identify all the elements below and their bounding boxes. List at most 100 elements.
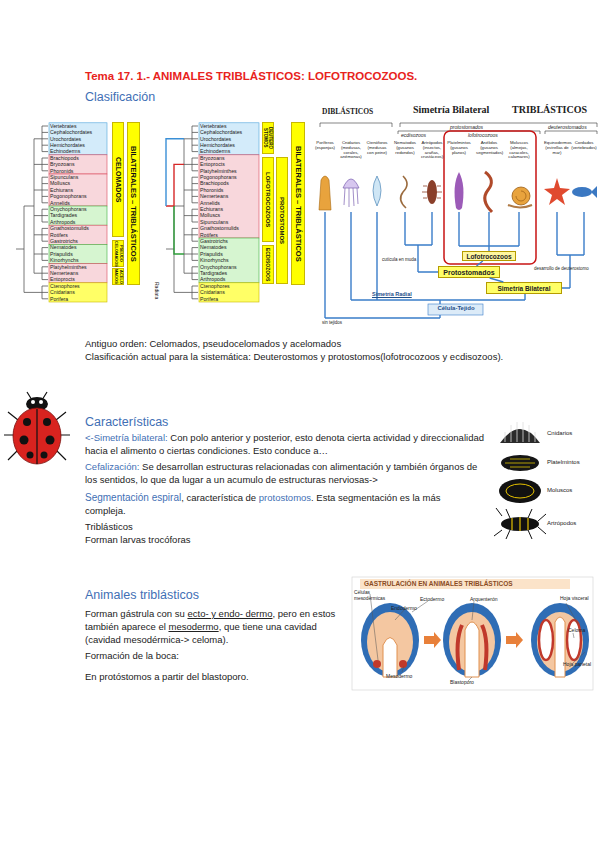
group-shading <box>49 244 107 263</box>
group-label: protostomados <box>450 124 510 130</box>
mesoderm-band <box>458 625 487 670</box>
archenteron <box>555 617 565 677</box>
figure-callout: Hoja parietal <box>563 662 592 668</box>
taxon-label: Brachiopods <box>50 155 107 161</box>
body-text: En protóstomos a partir del blastoporo. <box>85 671 335 683</box>
organism-label: Cnidarios (medusas, corales, anémonas) <box>338 141 364 160</box>
taxon-label: Urochordates <box>200 136 258 142</box>
taxon-label: Cephalochordates <box>200 129 258 135</box>
taxon-label: Entoprocts <box>50 276 107 282</box>
ladybug-eye <box>39 400 43 404</box>
figure-callout: Ectodermo <box>420 596 460 602</box>
fish-icon <box>572 187 592 197</box>
taxon-label: Kinorhynchs <box>50 257 107 263</box>
snail-spiral <box>516 191 526 201</box>
taxon-label: Arthropods <box>50 219 107 225</box>
group-band: PROTOSTOMOS <box>276 157 288 284</box>
figure-callout: Celoma <box>568 627 593 633</box>
taxon-label: Cnidarians <box>200 289 258 295</box>
organism-label: Platelmintos (gusanos planos) <box>446 141 472 155</box>
taxon-label: Gastrotrichs <box>50 238 107 244</box>
group-shading <box>199 123 259 155</box>
taxon-label: Molluscs <box>50 180 107 186</box>
box-text: ACELO MADOS <box>113 269 122 284</box>
group-shading <box>49 174 107 206</box>
body-text: Radiata <box>150 282 160 310</box>
body-text: Simetría bilateral: <box>94 432 168 443</box>
group-band: DEUTERO STOMOS <box>262 122 274 154</box>
taxon-label: Tardigrades <box>50 212 107 218</box>
cnidarian-stripes <box>505 422 535 442</box>
box-text: Protostomados <box>443 269 494 276</box>
box-text: DEUTERO STOMOS <box>263 123 273 153</box>
group-label: DIBLÁSTICOS <box>322 107 392 116</box>
figure-callout: Mesodermo <box>386 673 426 679</box>
cladogram-tree <box>16 126 48 299</box>
coelom-pouch <box>539 620 553 660</box>
taxon-label: Priapulids <box>200 251 258 257</box>
organism-label: Moluscos (almejas, caracoles, calamares) <box>506 141 532 160</box>
fish-tail <box>591 186 597 198</box>
ladybug-spot <box>20 436 29 445</box>
highlight-branch <box>166 139 184 206</box>
mesoderm-cells <box>399 660 407 668</box>
arthropod-icon <box>427 180 437 204</box>
figure-callout: Endodermo <box>391 605 431 611</box>
body-text: ecto- y endo- dermo <box>187 608 272 619</box>
taxon-label: Cnidarians <box>50 289 107 295</box>
group-shading <box>199 238 259 283</box>
taxon-label: Gastrotrichs <box>200 238 258 244</box>
figure-title: GASTRULACIÓN EN ANIMALES TRIBLÁSTICOS <box>364 580 569 587</box>
tree-annotation: desarrollo de deuterostomo <box>534 266 596 271</box>
group-shading <box>199 155 259 238</box>
taxon-label: Echinoderms <box>200 148 258 154</box>
flatworm-icon <box>455 172 464 210</box>
ctenophore-icon <box>373 176 381 206</box>
taxon-label: Nemerteans <box>200 193 258 199</box>
figure-title-band <box>360 579 570 589</box>
snail-foot <box>508 205 532 208</box>
icon-label: Platelmintos <box>547 459 595 465</box>
taxon-label: Porifera <box>200 296 258 302</box>
figure-callout: Células mesodérmicas <box>354 590 388 601</box>
group-band: ACELO MADOS <box>112 268 124 285</box>
taxon-label: Sipunculans <box>50 174 107 180</box>
taxon-label: Phoronids <box>200 187 258 193</box>
box-text: PSEUDO CELOMADOS <box>113 241 122 267</box>
leader-line <box>370 594 585 681</box>
box-text: Simetría Bilateral <box>497 285 550 292</box>
body-text: Triblásticos <box>85 521 285 533</box>
clade-box: Lofotrocozoos <box>462 251 516 261</box>
body-text: Segmentación espiral <box>85 492 181 503</box>
coelom-pouch <box>567 620 581 660</box>
flatworm-pattern <box>505 459 535 467</box>
paragraph: Cefalización:Se desarrollan estructuras … <box>85 460 490 486</box>
taxon-label: Vertebrates <box>50 123 107 129</box>
body-text: Cefalización: <box>85 461 139 472</box>
cladogram-tree <box>166 126 198 299</box>
taxon-label: Phoronids <box>50 168 107 174</box>
highlight-branch <box>166 164 184 206</box>
body-text: Se desarrollan estructuras relacionadas … <box>85 461 477 485</box>
taxon-label: Kinorhynchs <box>200 257 258 263</box>
figure-callout: Blastoporo <box>450 679 490 685</box>
box-text: PROTOSTOMOS <box>279 197 285 244</box>
figure-frame <box>352 577 593 690</box>
taxon-label: Entoprocts <box>200 161 258 167</box>
flatworm-icon <box>501 455 539 471</box>
group-band: PSEUDO CELOMADOS <box>112 240 124 267</box>
taxon-label: Gnathostomulids <box>50 225 107 231</box>
page-title: Tema 17. 1.- ANIMALES TRIBLÁSTICOS: LOFO… <box>85 70 565 82</box>
taxon-label: Bryozoans <box>50 161 107 167</box>
figure-callout: Hoja visceral <box>560 596 592 602</box>
tree-annotation: Célula-Tejido <box>430 305 482 311</box>
paragraph: <-Simetría bilateral:Con polo anterior y… <box>85 431 490 457</box>
group-label: ecdisozoos <box>401 132 441 138</box>
taxon-label: Rotifers <box>200 232 258 238</box>
ladybug-body <box>13 408 61 464</box>
box-text: Lofotrocozoos <box>466 253 511 260</box>
taxon-label: Arthropods <box>200 276 258 282</box>
taxon-label: Rotifers <box>50 232 107 238</box>
group-shading <box>49 123 107 155</box>
